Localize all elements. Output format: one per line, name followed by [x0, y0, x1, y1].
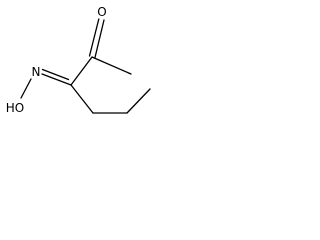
carbonyl-double-bond-line-1: [88, 18, 100, 57]
backbone-bond-c2-c3: [70, 56, 93, 86]
chain-bond-3: [126, 88, 151, 114]
oxime-double-bond-line-1: [41, 73, 72, 86]
chain-bond-1: [70, 84, 94, 114]
oxime-nitrogen-label: N: [32, 65, 41, 79]
oxime-double-bond-line-2: [41, 68, 70, 81]
propyl-chain: [70, 84, 151, 114]
chemical-structure: O N HO: [6, 5, 151, 115]
hydroxyl-label: HO: [6, 101, 24, 115]
methyl-bond: [91, 56, 132, 75]
carbonyl-group: O: [88, 5, 107, 59]
nitrogen-oxygen-bond: [20, 78, 32, 99]
carbonyl-double-bond-line-2: [94, 19, 105, 59]
oxime-group: N HO: [6, 65, 72, 115]
carbonyl-oxygen-label: O: [97, 5, 106, 19]
